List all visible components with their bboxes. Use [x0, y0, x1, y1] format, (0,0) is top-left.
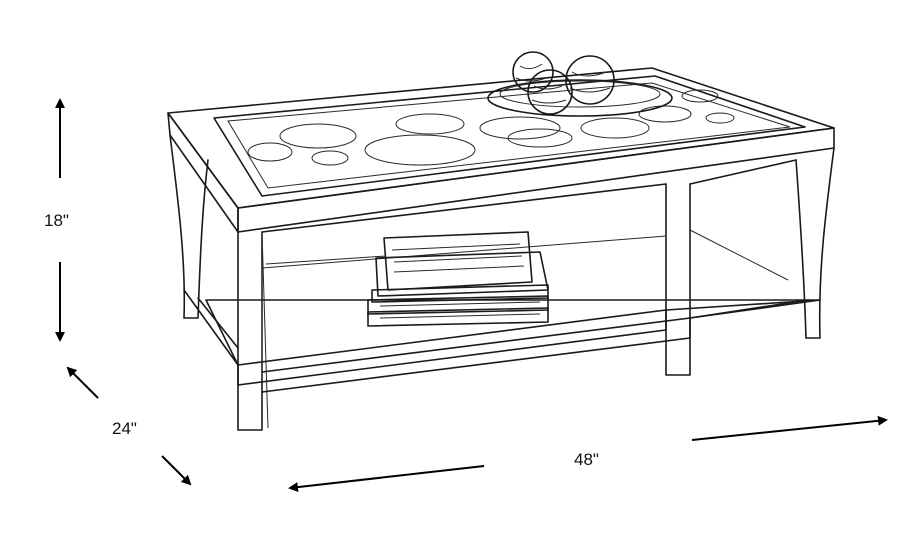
books-illustration [367, 231, 549, 327]
width-dimension-label: 48" [574, 450, 599, 469]
width-dimension-arrow [288, 415, 888, 493]
depth-dimension-arrow [66, 366, 192, 486]
height-dimension-label: 18" [44, 211, 69, 230]
depth-dimension-label: 24" [112, 419, 137, 438]
coffee-table-illustration [167, 51, 835, 431]
